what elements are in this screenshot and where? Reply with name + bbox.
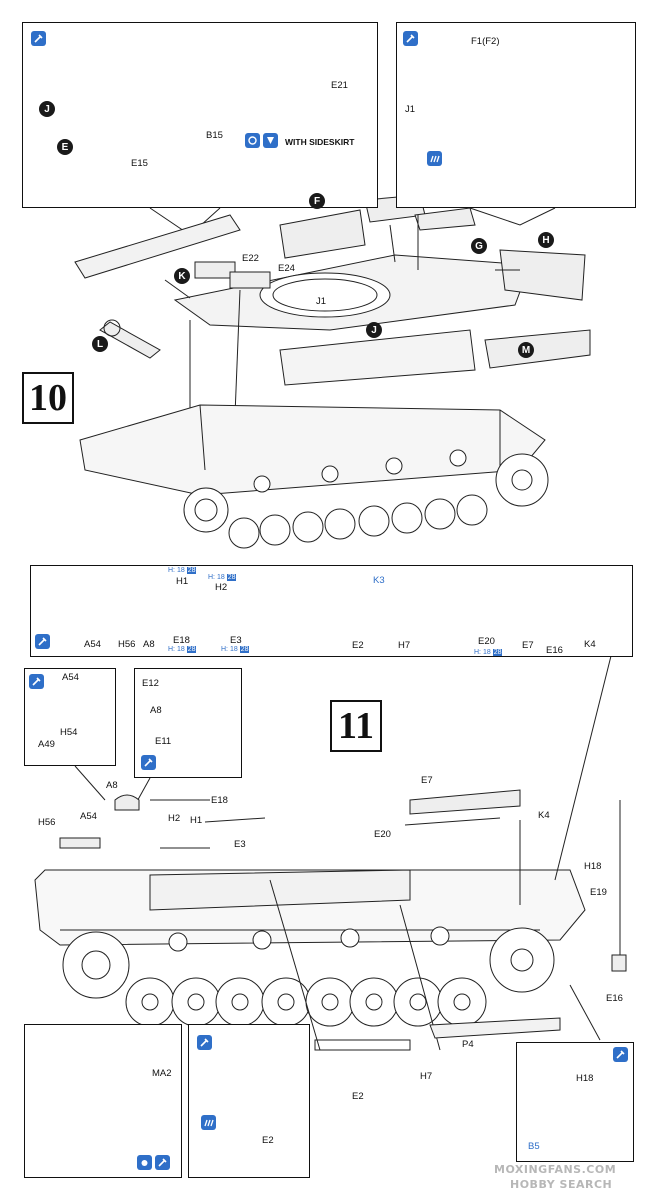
glue-icon <box>155 1155 170 1170</box>
label-H56: H56 <box>118 639 136 650</box>
label-E7: E7 <box>421 775 433 786</box>
label-E15: E15 <box>131 158 148 169</box>
label-H7: H7 <box>398 640 411 651</box>
label-P4: P4 <box>462 1039 474 1050</box>
label-H7: H7 <box>420 1071 433 1082</box>
label-B5: B5 <box>528 1141 540 1152</box>
label-J1: J1 <box>405 104 416 115</box>
label-E20: E20 <box>478 636 495 647</box>
label-E11: E11 <box>155 736 172 747</box>
label-H2: H2 <box>168 813 181 824</box>
glue-icon <box>29 674 44 689</box>
step11-inset-fender-tools <box>30 565 633 657</box>
label-H2: H2 <box>215 582 228 593</box>
paint-badge: H: 18 28 <box>208 574 237 581</box>
part-callout-K: K <box>174 268 190 284</box>
option-b-icon <box>263 133 278 148</box>
label-E2: E2 <box>262 1135 274 1146</box>
label-E16: E16 <box>546 645 563 656</box>
with-sideskirt-note: WITH SIDESKIRT <box>285 137 355 147</box>
label-J1: J1 <box>316 296 327 307</box>
label-A49: A49 <box>38 739 55 750</box>
label-E22: E22 <box>242 253 259 264</box>
paint-badge: H: 18 28 <box>168 646 197 653</box>
part-callout-M: M <box>518 342 534 358</box>
label-E24: E24 <box>278 263 295 274</box>
step11-inset-jack-block <box>24 668 116 766</box>
label-F1-F2: F1(F2) <box>471 36 500 47</box>
label-E3: E3 <box>234 839 246 850</box>
step11-inset-fender-e2 <box>188 1024 310 1178</box>
label-A54: A54 <box>80 811 97 822</box>
part-callout-L: L <box>92 336 108 352</box>
option-a-icon <box>245 133 260 148</box>
label-A54: A54 <box>84 639 101 650</box>
cement-icon <box>427 151 442 166</box>
paint-badge: H: 18 28 <box>221 646 250 653</box>
step-number-11: 11 <box>330 700 382 752</box>
paint-badge: H: 18 28 <box>474 649 503 656</box>
label-K3: K3 <box>373 575 385 586</box>
glue-icon <box>137 1155 152 1170</box>
label-E2: E2 <box>352 1091 364 1102</box>
glue-icon <box>141 755 156 770</box>
step10-inset-deck-hatches: F1(F2) J1 <box>396 22 636 208</box>
label-K4: K4 <box>584 639 596 650</box>
label-MA2: MA2 <box>152 1068 172 1079</box>
label-H18: H18 <box>584 861 602 872</box>
watermark-line1: MOXINGFANS.COM <box>494 1163 617 1176</box>
part-callout-G: G <box>471 238 487 254</box>
label-E12: E12 <box>142 678 159 689</box>
label-E3: E3 <box>230 635 242 646</box>
label-E7: E7 <box>522 640 534 651</box>
label-H54: H54 <box>60 727 78 738</box>
step11-inset-jack-bracket <box>134 668 242 778</box>
step-number-10: 10 <box>22 372 74 424</box>
label-E20: E20 <box>374 829 391 840</box>
label-E18: E18 <box>211 795 228 806</box>
label-A8: A8 <box>106 780 118 791</box>
glue-icon <box>31 31 46 46</box>
label-E21: E21 <box>331 80 348 91</box>
label-K4: K4 <box>538 810 550 821</box>
glue-icon <box>197 1035 212 1050</box>
cement-icon <box>201 1115 216 1130</box>
label-A54: A54 <box>62 672 79 683</box>
label-E2: E2 <box>352 640 364 651</box>
glue-icon <box>403 31 418 46</box>
label-H1: H1 <box>176 576 189 587</box>
part-callout-E: E <box>57 139 73 155</box>
label-H1: H1 <box>190 815 203 826</box>
label-H18: H18 <box>576 1073 594 1084</box>
glue-icon <box>613 1047 628 1062</box>
glue-icon <box>35 634 50 649</box>
part-callout-H: H <box>538 232 554 248</box>
label-E19: E19 <box>590 887 607 898</box>
label-B15: B15 <box>206 130 223 141</box>
label-E16: E16 <box>606 993 623 1004</box>
step11-inset-h18 <box>516 1042 634 1162</box>
watermark-line2: HOBBY SEARCH <box>510 1178 613 1191</box>
label-A8: A8 <box>150 705 162 716</box>
step11-inset-interior-ma2 <box>24 1024 182 1178</box>
paint-badge: H: 18 28 <box>168 567 197 574</box>
label-A8: A8 <box>143 639 155 650</box>
label-H56: H56 <box>38 817 56 828</box>
part-callout-J: J <box>39 101 55 117</box>
step10-inset-sideskirt: J E E21 B15 E15 WITH SIDESKIRT <box>22 22 378 208</box>
label-E18: E18 <box>173 635 190 646</box>
part-callout-J: J <box>366 322 382 338</box>
part-callout-F: F <box>309 193 325 209</box>
